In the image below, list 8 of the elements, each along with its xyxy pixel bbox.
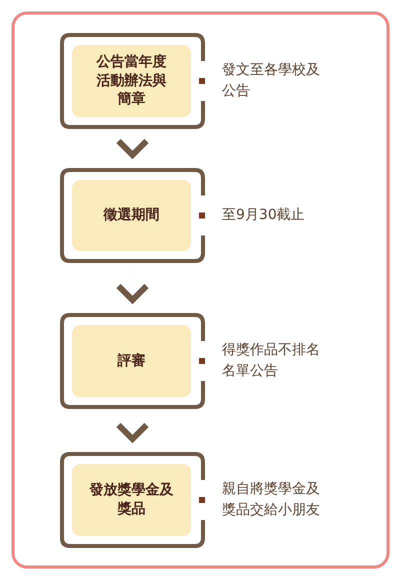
step-title: 評審 [118,352,146,370]
step-description: 親自將獎學金及獎品交給小朋友 [222,480,321,520]
step-title: 公告當年度活動辦法與簡章 [95,52,168,110]
step-title: 發放獎學金及獎品 [88,481,174,519]
step-description: 得獎作品不排名名單公告 [222,341,321,381]
step-description: 至9月30截止 [222,206,306,225]
step-title: 徵選期間 [104,206,160,225]
step-description: 發文至各學校及公告 [222,61,321,101]
